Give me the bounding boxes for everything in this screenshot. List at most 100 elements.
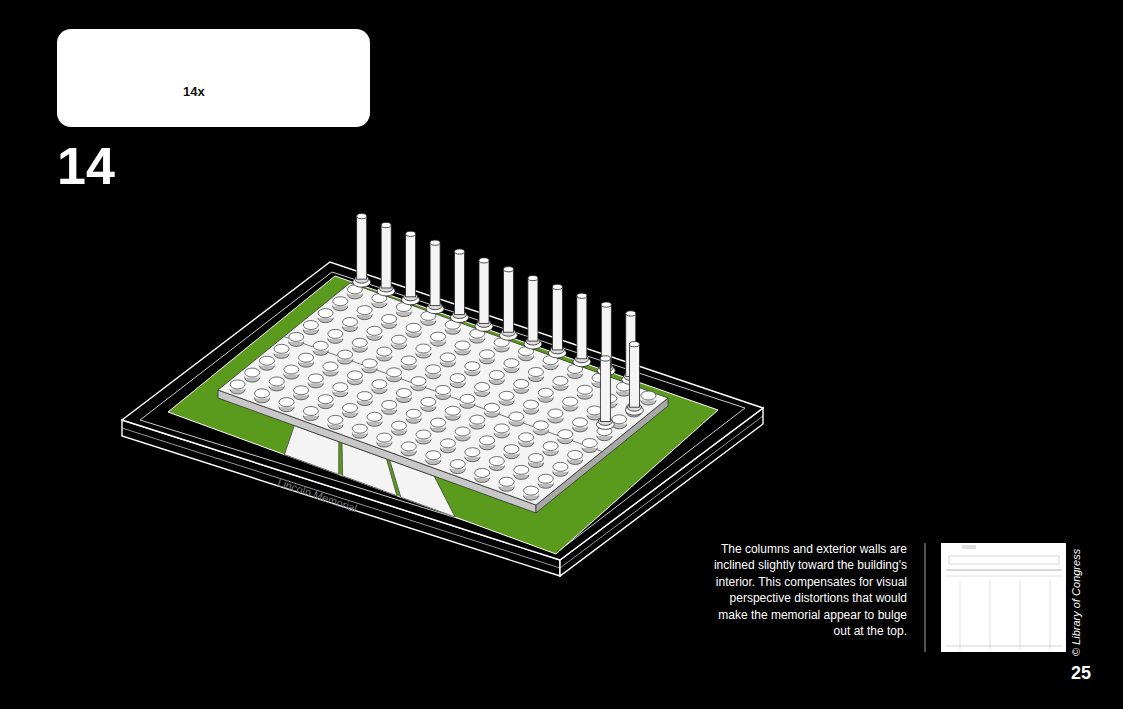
stud (484, 403, 499, 417)
stud (528, 368, 543, 382)
column (353, 214, 371, 288)
stud (470, 415, 485, 429)
column (548, 284, 566, 358)
stud (450, 374, 465, 388)
stud (382, 314, 397, 328)
stud (377, 433, 392, 447)
part-quantity: 14x (183, 84, 205, 99)
stud (533, 421, 548, 435)
stud (568, 450, 583, 464)
stud (333, 297, 348, 311)
stud (347, 371, 362, 385)
stud (274, 344, 289, 358)
stud (387, 368, 402, 382)
column (402, 231, 420, 305)
stud (294, 386, 309, 400)
stud (255, 389, 270, 403)
stud (499, 477, 514, 491)
white-plate (218, 283, 668, 505)
column (451, 249, 469, 323)
stud (465, 448, 480, 462)
stud (303, 407, 318, 421)
stud (245, 368, 260, 382)
stud (328, 329, 343, 343)
stud (509, 412, 524, 426)
stud (406, 323, 421, 337)
stud (411, 377, 426, 391)
parts-callout-box: 14x (57, 29, 370, 127)
stud (436, 386, 451, 400)
stud (289, 332, 304, 346)
stud (504, 445, 519, 459)
stud (362, 359, 377, 373)
column (377, 222, 395, 296)
stud (323, 362, 338, 376)
stud (299, 353, 314, 367)
stud (333, 383, 348, 397)
stud (357, 306, 372, 320)
stud (313, 341, 328, 355)
stud (308, 374, 323, 388)
stud (372, 380, 387, 394)
stud (524, 400, 539, 414)
stud (563, 397, 578, 411)
stud (524, 486, 539, 500)
stud (548, 409, 563, 423)
stud (303, 321, 318, 335)
column (524, 275, 542, 349)
stud (514, 465, 529, 479)
stud (641, 391, 656, 405)
stud (318, 395, 333, 409)
base-top (122, 262, 763, 560)
stud (538, 388, 553, 402)
column (573, 293, 591, 367)
stud (396, 389, 411, 403)
stud (328, 415, 343, 429)
stud (431, 418, 446, 432)
stud (450, 460, 465, 474)
stud (279, 398, 294, 412)
page-number: 25 (1071, 664, 1091, 684)
stud (367, 326, 382, 340)
stud (440, 353, 455, 367)
stud (455, 427, 470, 441)
stud (455, 341, 470, 355)
stud (460, 394, 475, 408)
stud (343, 403, 358, 417)
stud (572, 418, 587, 432)
column (499, 267, 517, 341)
stud (401, 356, 416, 370)
stud (391, 335, 406, 349)
plate-seam (284, 337, 602, 452)
stud (538, 474, 553, 488)
stud (519, 433, 534, 447)
stud (494, 424, 509, 438)
stud (352, 424, 367, 438)
stud (382, 400, 397, 414)
stud (259, 356, 274, 370)
stud (475, 382, 490, 396)
stud (504, 359, 519, 373)
stud (440, 439, 455, 453)
green-ground (168, 276, 718, 554)
step-number: 14 (57, 138, 115, 195)
stud (543, 442, 558, 456)
column (475, 258, 493, 332)
stud (480, 436, 495, 450)
stud (577, 385, 592, 399)
stud (416, 430, 431, 444)
stud (230, 380, 245, 394)
reference-thumbnail (941, 543, 1066, 652)
stud (343, 317, 358, 331)
stud (465, 362, 480, 376)
stud (338, 350, 353, 364)
stud (367, 412, 382, 426)
stud (528, 454, 543, 468)
divider-line (924, 543, 925, 652)
stud (489, 457, 504, 471)
stud (352, 338, 367, 352)
stud (480, 350, 495, 364)
stud (553, 462, 568, 476)
stud (426, 451, 441, 465)
stud (421, 397, 436, 411)
